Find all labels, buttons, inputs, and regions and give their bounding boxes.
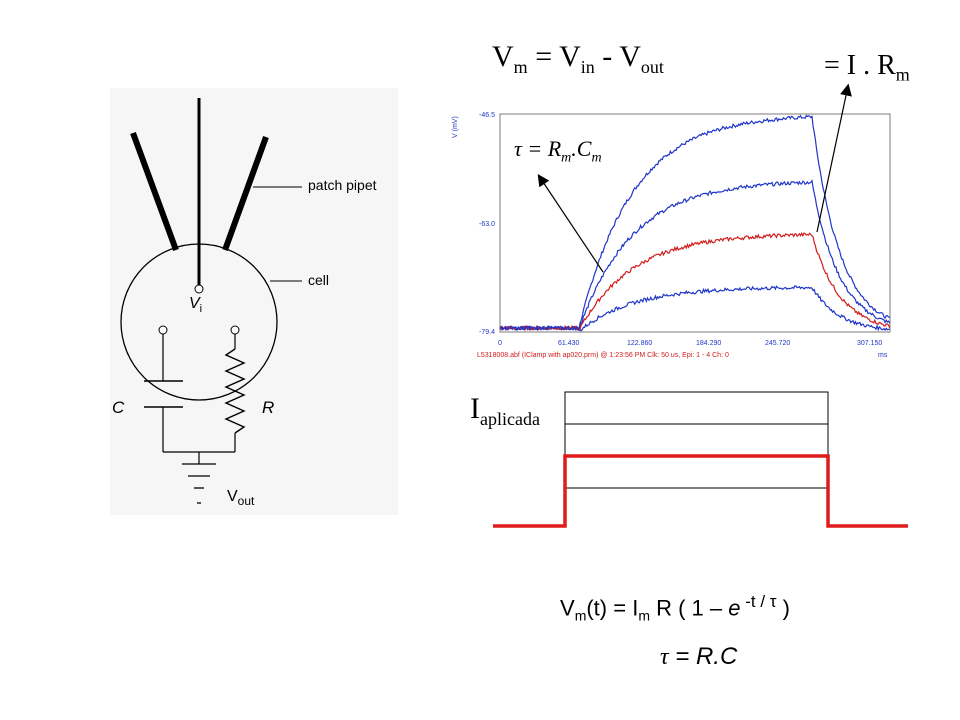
- chart-status-line: L5318008.abf (IClamp with ap020.prm) @ 1…: [477, 352, 729, 359]
- vmt-mid: (t) = I: [586, 595, 639, 621]
- voltage-trace-3: [499, 231, 891, 332]
- vm-eq: = V: [527, 40, 581, 73]
- vmt-rest: R ( 1 –: [649, 595, 729, 621]
- i-aplicada-label: Iaplicada: [470, 392, 540, 430]
- vout-sub: out: [640, 57, 664, 77]
- irm-eq: = I . R: [824, 50, 896, 81]
- vm-main: V: [492, 40, 514, 73]
- voltage-trace-4: [499, 285, 890, 332]
- circuit-figure: [110, 88, 400, 516]
- circuit-diagram: [110, 88, 398, 515]
- label-vout-sub: out: [237, 494, 255, 509]
- vi-terminal: [194, 284, 204, 294]
- vmt-v: V: [560, 595, 575, 621]
- i-aplicada-sub: aplicada: [480, 409, 540, 429]
- chart-xlabel: ms: [878, 352, 888, 359]
- ytick-bottom: -79.4: [479, 329, 495, 336]
- left-patch-pipet: [130, 131, 179, 252]
- i-aplicada-main: I: [470, 392, 480, 425]
- tau-rc-sym: τ: [660, 644, 669, 670]
- irm-sub: m: [895, 64, 910, 85]
- xtick-1: 61.430: [558, 340, 580, 347]
- label-vi-main: V: [189, 295, 200, 312]
- xtick-3: 184.290: [696, 340, 722, 347]
- label-r: R: [262, 398, 275, 417]
- tau-chart-dot: .C: [571, 136, 592, 161]
- current-step-level-1: [564, 391, 829, 425]
- ytick-mid: -63.0: [479, 221, 495, 228]
- tau-rc-rest: = R.C: [668, 643, 738, 670]
- irm-equation: = I . Rm: [824, 50, 910, 86]
- resistor-zigzag: [224, 348, 246, 434]
- right-patch-pipet: [222, 135, 269, 252]
- label-patch-pipet: patch pipet: [308, 177, 377, 193]
- xtick-0: 0: [498, 340, 502, 347]
- cell-membrane: [120, 243, 278, 401]
- tau-chart-sym: τ: [514, 136, 522, 161]
- current-step-red: [493, 454, 908, 528]
- tau-chart-csub: m: [591, 150, 602, 166]
- vmt-exp: -t / τ: [740, 592, 777, 611]
- current-step-level-2: [564, 423, 829, 457]
- current-step-level-4: [564, 455, 829, 489]
- label-vout-main: V: [227, 488, 238, 505]
- label-vi: Vi: [189, 295, 202, 315]
- tau-chart-rsub: m: [561, 150, 572, 166]
- tau-rc-equation: τ = R.C: [660, 643, 737, 671]
- label-cell: cell: [308, 272, 330, 288]
- tau-chart-annotation: τ = Rm.Cm: [514, 136, 602, 166]
- tau-chart-eq: = R: [521, 136, 562, 161]
- vmt-vsub: m: [574, 607, 587, 624]
- vm-minus: - V: [594, 40, 641, 73]
- label-vi-sub: i: [199, 303, 203, 316]
- xtick-4: 245.720: [765, 340, 791, 347]
- label-c: C: [112, 398, 125, 417]
- circuit-background: [110, 88, 398, 515]
- vmt-close: ): [776, 595, 790, 621]
- xtick-5: 307.150: [857, 340, 883, 347]
- xtick-2: 122.860: [627, 340, 653, 347]
- vin-sub: in: [580, 57, 595, 77]
- vm-sub: m: [513, 57, 528, 77]
- vmt-e: e: [728, 595, 741, 621]
- ytick-top: -46.5: [479, 112, 495, 119]
- vm-equation: Vm = Vin - Vout: [492, 40, 664, 78]
- vm-t-equation: Vm(t) = Im R ( 1 – e -t / τ ): [560, 592, 790, 624]
- label-vout: Vout: [227, 488, 254, 508]
- vmt-isub: m: [638, 607, 650, 624]
